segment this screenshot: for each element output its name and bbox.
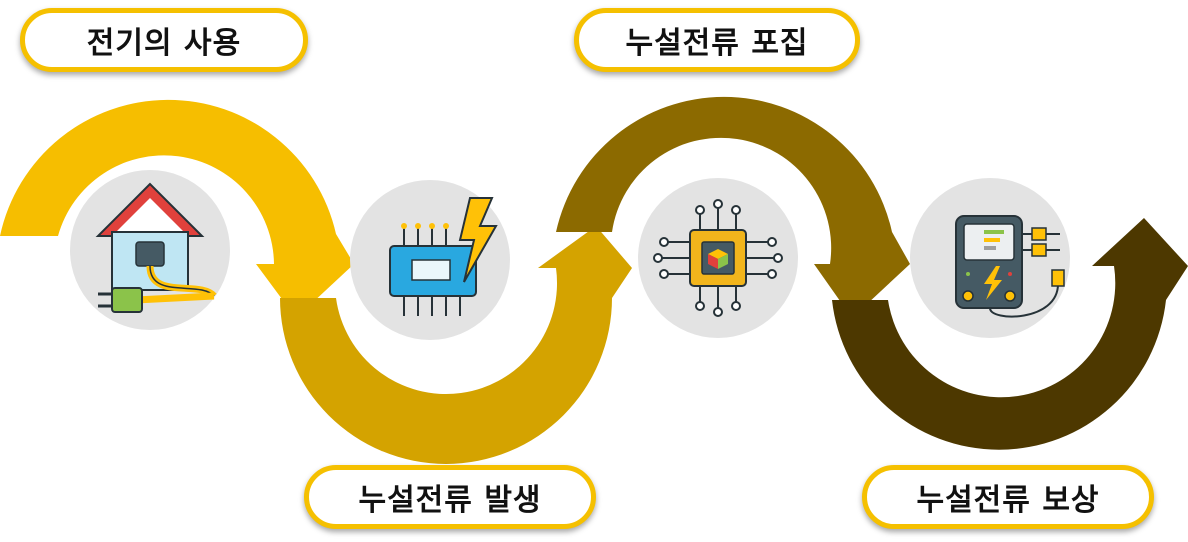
circuit-board-lightning-icon bbox=[389, 197, 498, 316]
house-electricity-icon bbox=[95, 182, 217, 313]
step-label-1: 전기의 사용 bbox=[20, 8, 308, 72]
microchip-icon bbox=[653, 199, 783, 317]
flow-arc-1 bbox=[0, 99, 354, 318]
flow-arc-3 bbox=[556, 96, 910, 318]
flow-arc-2 bbox=[280, 226, 632, 464]
power-meter-icon bbox=[955, 215, 1065, 318]
step-label-4: 누설전류 보상 bbox=[862, 465, 1154, 529]
flow-arc-4 bbox=[832, 218, 1188, 450]
step-label-3: 누설전류 포집 bbox=[574, 8, 860, 72]
step-label-2: 누설전류 발생 bbox=[304, 465, 596, 529]
